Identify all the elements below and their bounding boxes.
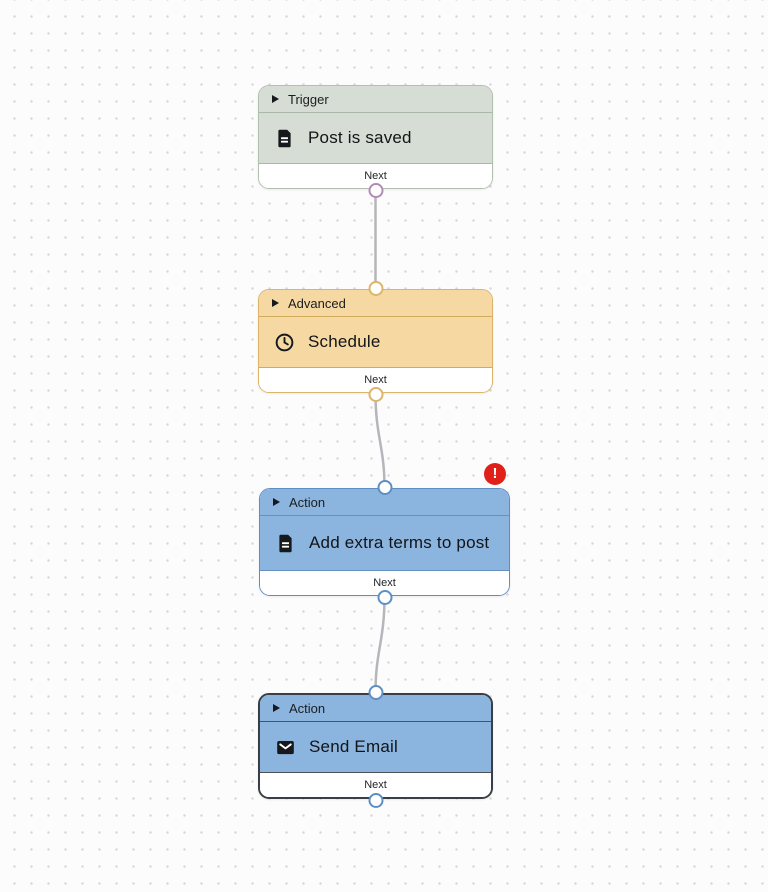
next-port-label: Next <box>364 170 387 182</box>
node-card: Action Add extra terms to post Next <box>259 488 510 596</box>
next-port-label: Next <box>364 374 387 386</box>
disclosure-triangle-icon <box>273 704 280 712</box>
disclosure-triangle-icon <box>272 299 279 307</box>
envelope-icon <box>275 737 296 758</box>
node-category-label: Action <box>289 700 326 716</box>
node-body: Add extra terms to post <box>260 516 509 570</box>
disclosure-triangle-icon <box>273 498 280 506</box>
node-title: Add extra terms to post <box>309 533 490 552</box>
clock-icon <box>274 332 295 353</box>
edge-advanced-to-action1[interactable] <box>374 391 386 490</box>
output-port-next[interactable] <box>377 589 392 605</box>
next-port-label: Next <box>364 779 387 791</box>
node-trigger-post-is-saved[interactable]: Trigger Post is saved Next <box>258 85 493 198</box>
output-port-next[interactable] <box>368 182 383 198</box>
node-category-label: Trigger <box>288 91 329 107</box>
node-card: Action Send Email Next <box>258 693 493 799</box>
error-badge-icon[interactable]: ! <box>484 463 506 485</box>
node-advanced-schedule[interactable]: Advanced Schedule Next <box>258 280 493 402</box>
file-text-icon <box>274 128 295 149</box>
node-body: Post is saved <box>259 113 492 163</box>
output-port-next[interactable] <box>368 792 383 808</box>
node-header-collapse[interactable]: Action <box>260 695 491 722</box>
node-category-label: Advanced <box>288 295 346 311</box>
output-port-next[interactable] <box>368 386 383 402</box>
node-action-add-extra-terms[interactable]: Action Add extra terms to post Next ! <box>259 463 510 605</box>
node-card: Advanced Schedule Next <box>258 289 493 393</box>
node-action-send-email[interactable]: Action Send Email Next <box>258 684 493 808</box>
node-card: Trigger Post is saved Next <box>258 85 493 189</box>
input-port[interactable] <box>368 280 383 296</box>
edge-action1-to-action2[interactable] <box>374 594 386 695</box>
node-category-label: Action <box>289 494 326 510</box>
node-body: Schedule <box>259 317 492 367</box>
input-port[interactable] <box>368 684 383 700</box>
node-title: Post is saved <box>308 128 412 147</box>
node-title: Send Email <box>309 737 398 756</box>
file-text-icon <box>275 533 296 554</box>
disclosure-triangle-icon <box>272 95 279 103</box>
next-port-label: Next <box>373 577 396 589</box>
node-title: Schedule <box>308 332 381 351</box>
node-body: Send Email <box>260 722 491 772</box>
node-header-collapse[interactable]: Trigger <box>259 86 492 113</box>
node-footer: Next <box>259 163 492 188</box>
input-port[interactable] <box>377 479 392 495</box>
